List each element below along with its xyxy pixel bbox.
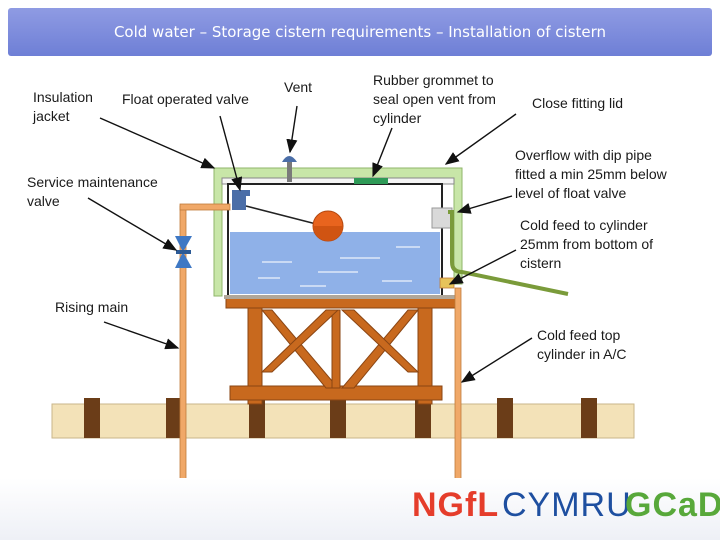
label-rising-main: Rising main bbox=[55, 299, 129, 315]
arrow-cold-feed-top bbox=[460, 337, 533, 383]
service-valve bbox=[175, 236, 192, 268]
water-ripples bbox=[258, 246, 420, 287]
arrow-grommet bbox=[372, 127, 393, 178]
logo-ngfl: NGfL bbox=[412, 486, 500, 524]
footer-band bbox=[0, 478, 720, 540]
arrow-rising-main bbox=[103, 321, 180, 350]
logo-cymru: CYMRU bbox=[502, 486, 632, 524]
arrow-cold-feed bbox=[448, 249, 517, 285]
arrow-lid bbox=[444, 113, 517, 165]
vent-pipe bbox=[282, 156, 297, 182]
arrow-vent bbox=[286, 105, 298, 154]
arrow-overflow bbox=[456, 195, 513, 214]
arrow-service-valve bbox=[87, 197, 178, 251]
slide-title: Cold water – Storage cistern requirement… bbox=[113, 23, 607, 41]
cistern-water bbox=[230, 232, 440, 294]
label-close-lid: Close fitting lid bbox=[532, 95, 624, 111]
callout-arrows bbox=[87, 105, 533, 383]
float-valve bbox=[232, 190, 344, 242]
title-bar: Cold water – Storage cistern requirement… bbox=[8, 8, 712, 56]
label-float-valve: Float operated valve bbox=[122, 91, 249, 107]
cistern-base bbox=[224, 295, 460, 299]
joist-blocks bbox=[84, 398, 597, 438]
arrow-float-valve bbox=[219, 115, 243, 192]
rubber-grommet bbox=[354, 178, 388, 184]
overflow-pipe bbox=[431, 207, 569, 296]
arrow-insulation bbox=[99, 117, 216, 169]
label-vent: Vent bbox=[284, 79, 313, 95]
logo-gcad: GCaD bbox=[625, 486, 720, 524]
timber-stand bbox=[225, 297, 457, 405]
